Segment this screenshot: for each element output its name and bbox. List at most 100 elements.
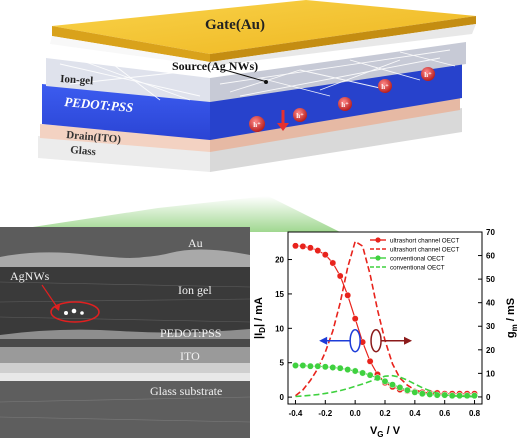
data-point xyxy=(351,367,359,375)
data-point xyxy=(471,392,478,400)
x-tick-label: 0.8 xyxy=(469,409,481,418)
y-right-tick-label: 40 xyxy=(486,299,495,308)
y-left-tick-label: 15 xyxy=(275,290,284,299)
gate-label: Gate(Au) xyxy=(205,17,265,33)
y-right-tick-label: 50 xyxy=(486,275,495,284)
hole-drift-arrow xyxy=(277,110,289,131)
data-point xyxy=(359,369,367,377)
data-point xyxy=(314,247,322,255)
y-right-tick-label: 10 xyxy=(486,369,495,378)
drain-label: Drain(ITO) xyxy=(66,129,122,146)
y-right-tick-label: 0 xyxy=(486,393,491,402)
data-point xyxy=(418,390,426,398)
y-left-tick-label: 5 xyxy=(280,359,285,368)
x-tick-label: 0.2 xyxy=(379,409,391,418)
legend-marker xyxy=(375,237,381,243)
data-point xyxy=(389,381,396,389)
data-point xyxy=(306,244,314,252)
agnws-pointer xyxy=(41,284,58,308)
data-point xyxy=(329,259,337,267)
data-point xyxy=(292,362,299,369)
ion-gel-label: Ion-gel xyxy=(60,73,94,87)
sem-label-ion-gel: Ion gel xyxy=(178,283,212,297)
legend-marker xyxy=(375,255,381,261)
sem-texture xyxy=(0,227,250,438)
x-axis-label: VG / V xyxy=(370,425,401,438)
hole-carriers xyxy=(249,67,435,132)
gate-layer xyxy=(52,0,476,54)
y-axis-right-label: gm / mS xyxy=(505,298,519,338)
legend-label: conventional OECT xyxy=(390,256,445,263)
sem-label-au: Au xyxy=(188,236,203,250)
y-left-tick-label: 10 xyxy=(275,324,284,333)
device-schematic: h⁺ h⁺ h⁺ h⁺ h⁺ Gate(Au) Source(Ag NWs) I… xyxy=(0,0,476,232)
sem-label-ito: ITO xyxy=(180,349,200,363)
hole-label: h⁺ xyxy=(341,101,349,109)
data-point xyxy=(381,377,389,385)
source-label: Source(Ag NWs) xyxy=(172,59,258,73)
data-point xyxy=(292,242,299,250)
sem-label-agnws: AgNWs xyxy=(10,269,50,283)
data-point xyxy=(366,371,374,379)
y-right-tick-label: 70 xyxy=(486,228,495,237)
hole-carrier xyxy=(249,116,265,132)
sem-cross-section: Au AgNWs Ion gel PEDOT:PSS ITO Glass sub… xyxy=(0,227,250,438)
data-point xyxy=(403,386,411,394)
hole-label: h⁺ xyxy=(296,112,304,120)
source-pointer-line xyxy=(224,69,268,83)
y-right-tick-label: 20 xyxy=(486,346,495,355)
y-left-tick-label: 0 xyxy=(280,393,285,402)
data-point xyxy=(426,390,434,398)
legend: ultrashort channel OECT ultrashort channe… xyxy=(370,237,459,272)
hole-carrier xyxy=(378,79,392,93)
right-axis-arrow-head xyxy=(404,336,413,345)
hole-carrier xyxy=(338,97,352,111)
hole-carrier xyxy=(293,108,307,122)
data-point xyxy=(336,364,344,372)
pedot-layer xyxy=(42,84,210,140)
pedot-label: PEDOT:PSS xyxy=(64,94,134,115)
x-tick-label: -0.2 xyxy=(318,409,332,418)
sem-label-pedot: PEDOT:PSS xyxy=(160,326,222,340)
data-point xyxy=(321,251,329,259)
series-line-3 xyxy=(295,374,475,398)
data-point xyxy=(411,388,419,396)
glass-label: Glass xyxy=(70,144,97,158)
x-tick-label: -0.4 xyxy=(289,409,303,418)
legend-label: conventional OECT xyxy=(390,265,445,272)
x-tick-label: 0.4 xyxy=(409,409,421,418)
y-axis-left-label: |ID| / mA xyxy=(253,297,267,339)
data-point xyxy=(336,272,344,280)
hole-label: h⁺ xyxy=(253,121,261,129)
plot-frame xyxy=(287,231,483,405)
right-axis-marker-ellipse xyxy=(370,328,382,353)
hole-carrier xyxy=(421,67,435,81)
agnws-highlight-ellipse xyxy=(50,301,100,323)
hole-label: h⁺ xyxy=(381,83,389,91)
source-pointer-dot xyxy=(264,80,268,84)
legend-label: ultrashort channel OECT xyxy=(390,238,459,245)
y-left-tick-label: 20 xyxy=(275,256,284,265)
annotations xyxy=(319,328,413,353)
y-right-tick-label: 30 xyxy=(486,322,495,331)
legend-label: ultrashort channel OECT xyxy=(390,247,459,254)
x-tick-label: 0.0 xyxy=(350,409,362,418)
zoom-glow xyxy=(0,196,340,232)
data-point xyxy=(366,357,374,365)
data-point xyxy=(351,315,359,323)
drain-layer xyxy=(40,124,210,152)
data-point xyxy=(299,362,307,369)
data-point xyxy=(321,363,329,371)
data-point xyxy=(329,364,337,371)
sem-label-glass: Glass substrate xyxy=(150,384,223,398)
data-point xyxy=(314,362,322,370)
data-point xyxy=(396,384,404,391)
data-point xyxy=(344,291,352,299)
y-right-tick-label: 60 xyxy=(486,252,495,261)
data-point xyxy=(306,362,314,370)
left-axis-arrow-head xyxy=(319,336,328,345)
data-point xyxy=(299,242,307,250)
glass-layer xyxy=(38,136,210,172)
